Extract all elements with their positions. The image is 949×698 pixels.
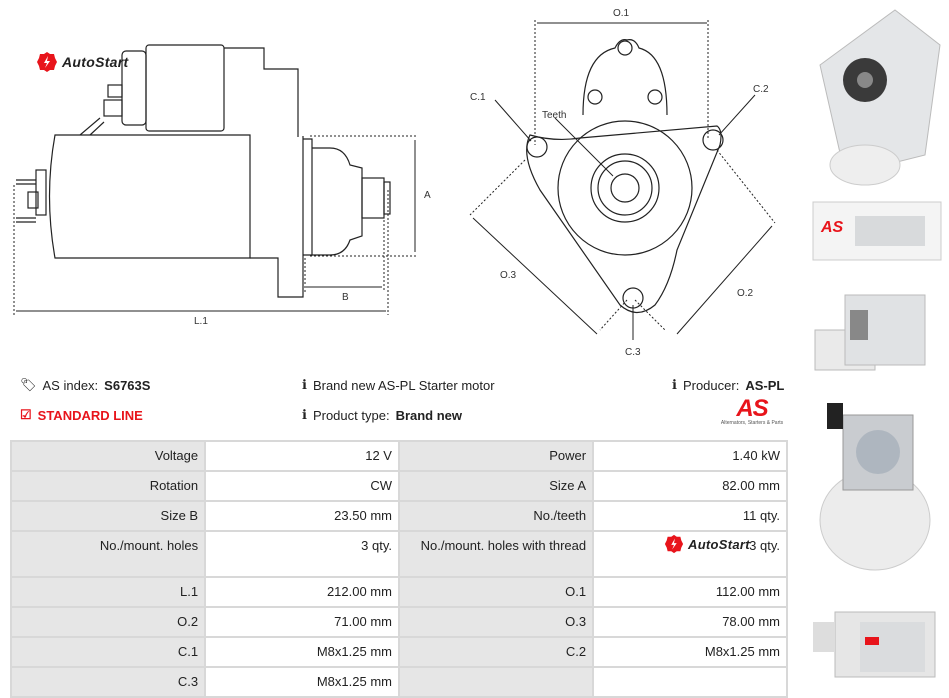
spec-value [592, 666, 788, 698]
spec-label: No./mount. holes [9, 530, 207, 578]
checkbox-icon: ☑ [20, 407, 32, 422]
spec-value: 112.00 mm [592, 576, 788, 608]
spec-value: 71.00 mm [204, 606, 400, 638]
info-icon: ℹ [672, 377, 677, 392]
description: ℹ Brand new AS-PL Starter motor [302, 377, 495, 393]
photo-front-view[interactable] [805, 5, 945, 190]
spec-label: No./mount. holes with thread [397, 530, 595, 578]
spec-label: C.3 [9, 666, 207, 698]
spec-value: 3 qty. [592, 530, 788, 578]
spec-label: Voltage [9, 440, 207, 472]
producer: ℹ Producer: AS-PL [672, 377, 785, 393]
info-icon: ℹ [302, 377, 307, 392]
label-l1: L.1 [194, 316, 208, 327]
spec-label: O.1 [397, 576, 595, 608]
autostart-gear-icon [37, 52, 57, 72]
spec-label: Size B [9, 500, 207, 532]
spec-value: M8x1.25 mm [592, 636, 788, 668]
spec-label: Power [397, 440, 595, 472]
product-type: ℹ Product type: Brand new [302, 407, 463, 423]
side-view-diagram: A B L.1 [0, 30, 440, 345]
spec-value: M8x1.25 mm [204, 636, 400, 668]
autostart-watermark-logo: AutoStart [664, 534, 750, 554]
spec-value: 1.40 kW [592, 440, 788, 472]
as-pl-logo: AS Alternators, Starters & Parts [720, 395, 784, 427]
spec-label: No./teeth [397, 500, 595, 532]
photo-top-view[interactable] [805, 395, 945, 575]
spec-label: Rotation [9, 470, 207, 502]
standard-line-badge: ☑ STANDARD LINE [20, 407, 143, 423]
photo-side-view[interactable] [805, 290, 945, 380]
label-c3: C.3 [625, 347, 641, 358]
photo-rear-view[interactable] [805, 582, 945, 687]
photo-boxed[interactable]: AS [805, 192, 945, 272]
spec-value: 3 qty. [204, 530, 400, 578]
label-o1: O.1 [613, 8, 630, 19]
spec-value: 212.00 mm [204, 576, 400, 608]
spec-value: CW [204, 470, 400, 502]
tag-icon: 🏷︎ [20, 377, 37, 392]
spec-value: 82.00 mm [592, 470, 788, 502]
svg-text:AS: AS [820, 219, 844, 236]
label-b: B [342, 292, 349, 303]
spec-value: 11 qty. [592, 500, 788, 532]
as-index: 🏷︎ AS index: S6763S [20, 377, 151, 393]
label-o2: O.2 [737, 288, 754, 299]
autostart-logo: AutoStart [36, 51, 128, 73]
spec-label: L.1 [9, 576, 207, 608]
spec-label [397, 666, 595, 698]
spec-label: C.2 [397, 636, 595, 668]
label-c1: C.1 [470, 92, 486, 103]
spec-label: Size A [397, 470, 595, 502]
as-index-value: S6763S [104, 377, 151, 393]
spec-value: 12 V [204, 440, 400, 472]
label-o3: O.3 [500, 270, 517, 281]
autostart-wordmark: AutoStart [62, 54, 129, 70]
autostart-gear-icon [664, 534, 684, 554]
spec-value: 23.50 mm [204, 500, 400, 532]
spec-label: O.2 [9, 606, 207, 638]
label-c2: C.2 [753, 84, 769, 95]
info-icon: ℹ [302, 407, 307, 422]
label-teeth: Teeth [542, 110, 566, 121]
spec-value: 78.00 mm [592, 606, 788, 638]
label-a: A [424, 190, 431, 201]
spec-label: O.3 [397, 606, 595, 638]
spec-value: M8x1.25 mm [204, 666, 400, 698]
spec-label: C.1 [9, 636, 207, 668]
front-view-diagram: C.1 C.2 C.3 O.1 O.2 O.3 Teeth [455, 0, 795, 365]
